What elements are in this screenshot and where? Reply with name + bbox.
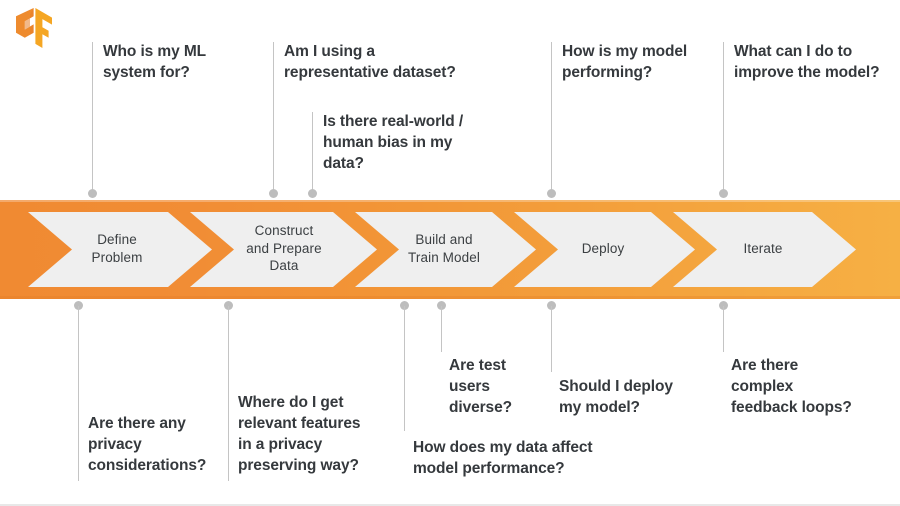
chevron-build-train-model	[355, 212, 536, 287]
question-line: considerations?	[88, 457, 207, 474]
chevron-deploy	[514, 212, 695, 287]
question-line: data?	[323, 155, 364, 172]
question-complex-feedback-loops: Are there complex feedback loops?	[731, 355, 900, 418]
question-line: What can I do to	[734, 43, 853, 60]
step-label-line: Construct	[254, 223, 314, 238]
connector-line-how-is-my-model-performing	[551, 42, 552, 194]
question-line: improve the model?	[734, 64, 880, 81]
question-line: Where do I get	[238, 394, 344, 411]
question-who-is-my-ml-system-for: Who is my ML system for?	[103, 41, 273, 83]
connector-dot-relevant-features-privacy	[224, 301, 233, 310]
step-label-line: Iterate	[743, 241, 783, 256]
question-privacy-considerations: Are there any privacy considerations?	[88, 413, 248, 476]
connector-line-improve-the-model	[723, 42, 724, 194]
question-line: preserving way?	[238, 457, 359, 474]
ml-lifecycle-band: Define Problem Construct and Prepare Dat…	[0, 200, 900, 299]
band-chevrons	[0, 200, 900, 299]
connector-dot-who-is-my-ml-system-for	[88, 189, 97, 198]
question-line: Are there	[731, 357, 799, 374]
chevron-iterate	[673, 212, 856, 287]
question-line: my model?	[559, 399, 640, 416]
question-line: feedback loops?	[731, 399, 852, 416]
question-line: relevant features	[238, 415, 361, 432]
step-label-construct-prepare-data: Construct and Prepare Data	[228, 222, 340, 275]
chevron-construct-prepare-data	[190, 212, 377, 287]
step-label-line: and Prepare	[246, 240, 322, 256]
connector-line-complex-feedback-loops	[723, 306, 724, 352]
question-line: Should I deploy	[559, 378, 673, 395]
connector-line-who-is-my-ml-system-for	[92, 42, 93, 194]
question-line: Am I using a	[284, 43, 375, 60]
question-line: privacy	[88, 436, 142, 453]
question-test-users-diverse: Are test users diverse?	[449, 355, 569, 418]
connector-line-should-i-deploy-my-model	[551, 306, 552, 372]
question-data-affect-model-performance: How does my data affect model performanc…	[413, 437, 643, 479]
question-line: Are there any	[88, 415, 186, 432]
connector-dot-complex-feedback-loops	[719, 301, 728, 310]
question-should-i-deploy-my-model: Should I deploy my model?	[559, 376, 719, 418]
connector-dot-how-is-my-model-performing	[547, 189, 556, 198]
question-line: How does my data affect	[413, 439, 593, 456]
tensorflow-logo	[16, 8, 52, 48]
connector-dot-should-i-deploy-my-model	[547, 301, 556, 310]
connector-line-data-affect-model-performance	[404, 306, 405, 431]
step-label-define-problem: Define Problem	[62, 231, 172, 266]
connector-line-privacy-considerations	[78, 306, 79, 481]
connector-dot-data-affect-model-performance	[400, 301, 409, 310]
question-line: Is there real-world /	[323, 113, 464, 130]
question-line: How is my model	[562, 43, 688, 60]
step-label-line: Deploy	[581, 241, 625, 256]
step-label-line: Problem	[91, 249, 143, 265]
connector-line-relevant-features-privacy	[228, 306, 229, 481]
question-line: in a privacy	[238, 436, 323, 453]
question-line: complex	[731, 378, 794, 395]
question-representative-dataset: Am I using a representative dataset?	[284, 41, 499, 83]
chevron-define-problem	[28, 212, 212, 287]
question-line: representative dataset?	[284, 64, 456, 81]
connector-line-representative-dataset	[273, 42, 274, 194]
question-line: performing?	[562, 64, 653, 81]
connector-line-real-world-human-bias	[312, 112, 313, 194]
step-label-deploy: Deploy	[548, 240, 658, 258]
question-line: system for?	[103, 64, 190, 81]
step-label-line: Data	[269, 258, 299, 273]
step-label-line: Train Model	[408, 249, 480, 265]
connector-dot-test-users-diverse	[437, 301, 446, 310]
question-line: Who is my ML	[103, 43, 206, 60]
question-how-is-my-model-performing: How is my model performing?	[562, 41, 737, 83]
question-real-world-human-bias: Is there real-world / human bias in my d…	[323, 111, 503, 174]
step-label-line: Define	[97, 232, 137, 247]
question-relevant-features-privacy: Where do I get relevant features in a pr…	[238, 392, 398, 476]
step-label-line: Build and	[415, 232, 473, 247]
question-line: diverse?	[449, 399, 512, 416]
connector-dot-real-world-human-bias	[308, 189, 317, 198]
question-line: Are test	[449, 357, 506, 374]
question-improve-the-model: What can I do to improve the model?	[734, 41, 900, 83]
connector-dot-privacy-considerations	[74, 301, 83, 310]
connector-line-test-users-diverse	[441, 306, 442, 352]
step-label-iterate: Iterate	[708, 240, 818, 258]
connector-dot-improve-the-model	[719, 189, 728, 198]
connector-dot-representative-dataset	[269, 189, 278, 198]
question-line: users	[449, 378, 490, 395]
question-line: human bias in my	[323, 134, 453, 151]
step-label-build-train-model: Build and Train Model	[388, 231, 500, 266]
question-line: model performance?	[413, 460, 565, 477]
